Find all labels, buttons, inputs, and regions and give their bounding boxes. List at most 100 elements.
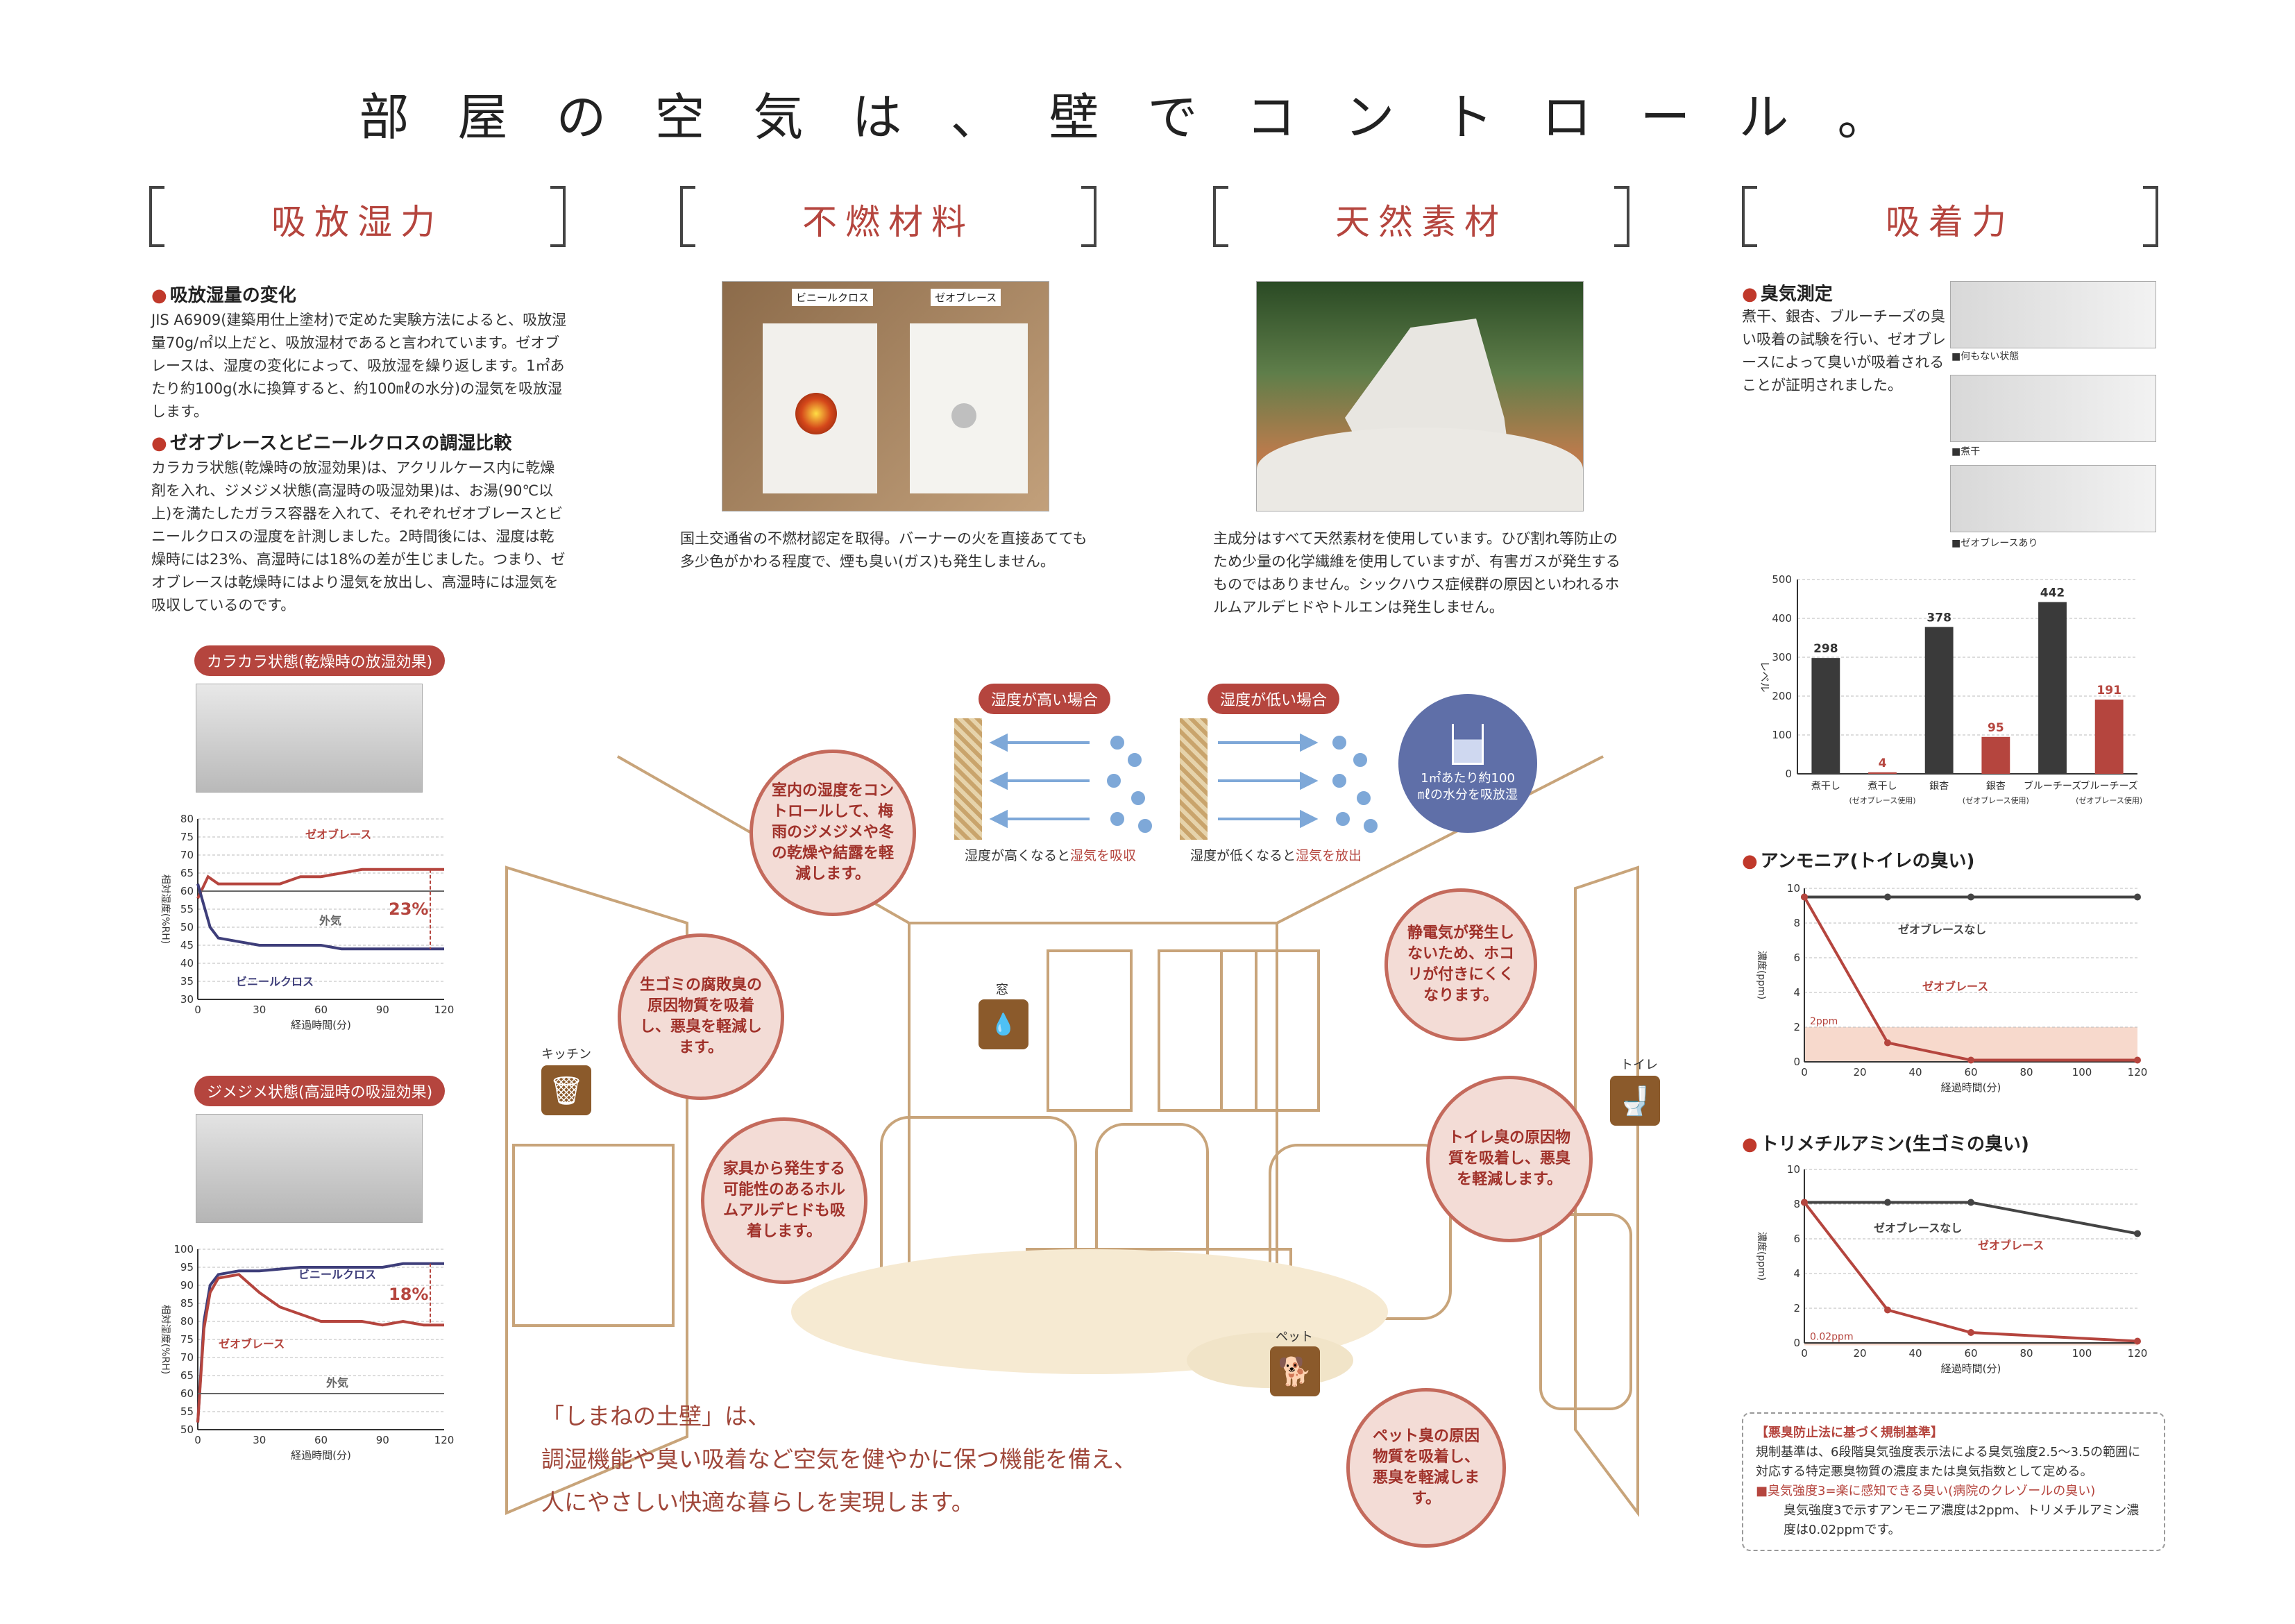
y-tick-label: 0	[1793, 1056, 1800, 1068]
x-tick-label: 30	[253, 1434, 266, 1446]
x-tick-label: 80	[2019, 1066, 2033, 1079]
bubble-toilet-odor: トイレ臭の原因物質を吸着し、悪臭を軽減します。	[1426, 1076, 1593, 1242]
bar-value-label: 191	[2097, 684, 2122, 697]
odor-meter-photo-3	[1950, 465, 2156, 532]
threshold-band	[1804, 1027, 2137, 1062]
y-tick-label: 6	[1793, 951, 1800, 964]
wall-cross-section-low	[1180, 718, 1208, 840]
hygro-heading-2: ゼオブレースとビニールクロスの調湿比較	[151, 429, 512, 455]
y-tick-label: 8	[1793, 1198, 1800, 1210]
data-point	[1801, 893, 1808, 901]
y-tick-label: 6	[1793, 1233, 1800, 1245]
y-axis-label: 相対湿度(%RH)	[160, 874, 171, 944]
y-tick-label: 400	[1772, 612, 1792, 625]
toilet-label: トイレ	[1620, 1058, 1658, 1072]
fire-text: 国土交通省の不燃材認定を取得。バーナーの火を直接あてても多少色がかわる程度で、煙…	[680, 530, 1087, 570]
y-tick-label: 65	[180, 867, 194, 879]
odor-level-chart: 0100200300400500レベル298煮干し4煮干し(ゼオブレース使用)3…	[1759, 573, 2142, 805]
x-tick-label: 60	[314, 1004, 328, 1016]
x-tick-label: 60	[314, 1434, 328, 1446]
series-line	[196, 1273, 444, 1423]
y-tick-label: 75	[180, 1333, 194, 1346]
series-line	[1803, 1201, 2138, 1343]
bar-value-label: 378	[1926, 611, 1951, 625]
toilet-icon: 🚽	[1610, 1076, 1660, 1126]
y-tick-label: 300	[1772, 651, 1792, 663]
x-tick-label: 120	[2128, 1347, 2148, 1360]
y-axis-label: 濃度(ppm)	[1756, 951, 1767, 999]
data-point	[1967, 1056, 1974, 1064]
section-header-natural: 天然素材	[1213, 186, 1629, 248]
x-tick-label: 0	[194, 1434, 201, 1446]
y-axis-label: レベル	[1759, 661, 1771, 692]
y-tick-label: 60	[180, 885, 194, 897]
series-line	[196, 868, 444, 899]
x-tick-label: 20	[1853, 1347, 1866, 1360]
section-header-hygro: 吸放湿力	[149, 186, 566, 248]
data-point	[1801, 1199, 1808, 1206]
fire-test-photo: ビニールクロス ゼオブレース	[722, 281, 1049, 511]
y-tick-label: 10	[1787, 882, 1800, 895]
data-point	[2134, 1230, 2141, 1237]
category-sublabel: (ゼオブレース使用)	[1963, 795, 2029, 805]
section-label: 天然素材	[1335, 202, 1507, 242]
x-tick-label: 0	[1801, 1347, 1808, 1360]
x-tick-label: 20	[1853, 1066, 1866, 1079]
natural-text: 主成分はすべて天然素材を使用しています。ひび割れ等防止のため少量の化学繊維を使用…	[1213, 530, 1620, 616]
pet-icon: 🐕	[1270, 1346, 1320, 1396]
x-axis-label: 経過時間(分)	[1941, 1362, 2001, 1375]
series-label: ゼオブレース	[1922, 980, 1988, 993]
bubble-garbage-odor: 生ゴミの腐敗臭の原因物質を吸着し、悪臭を軽減します。	[618, 933, 784, 1100]
y-tick-label: 40	[180, 957, 194, 970]
section-label: 吸放湿力	[271, 202, 443, 242]
bar	[1811, 658, 1840, 774]
y-tick-label: 2	[1793, 1021, 1800, 1033]
section-label: 不燃材料	[802, 202, 974, 242]
y-axis-label: 濃度(ppm)	[1756, 1232, 1767, 1280]
bar	[1981, 736, 2010, 774]
wall-cross-section-high	[954, 718, 982, 840]
flame-icon	[795, 393, 837, 434]
y-tick-label: 4	[1793, 986, 1800, 999]
difference-label: 23%	[389, 899, 428, 919]
series-line	[196, 1262, 444, 1423]
series-label: ゼオブレースなし	[1874, 1221, 1962, 1235]
hygro-paragraph-1: JIS A6909(建築用仕上塗材)で定めた実験方法によると、吸放湿量70g/㎡…	[151, 312, 567, 420]
data-point	[1967, 1329, 1974, 1336]
tma-heading: トリメチルアミン(生ゴミの臭い)	[1742, 1130, 2029, 1156]
adsorb-paragraph: 煮干、銀杏、ブルーチーズの臭い吸着の試験を行い、ゼオブレースによって臭いが吸着さ…	[1742, 308, 1946, 394]
y-tick-label: 100	[173, 1243, 194, 1255]
y-tick-label: 10	[1787, 1163, 1800, 1176]
threshold-label: 2ppm	[1810, 1016, 1838, 1027]
x-tick-label: 60	[1964, 1347, 1977, 1360]
regulation-note: 【悪臭防止法に基づく規制基準】 規制基準は、6段階臭気強度表示法による臭気強度2…	[1742, 1412, 2165, 1551]
series-line	[196, 883, 444, 951]
hygro-heading-1: 吸放湿量の変化	[151, 281, 296, 307]
category-label: ブルーチーズ	[2024, 780, 2081, 792]
y-tick-label: 90	[180, 1279, 194, 1292]
x-axis-label: 経過時間(分)	[291, 1449, 351, 1462]
category-label: 銀杏	[1929, 781, 1949, 792]
x-tick-label: 0	[1801, 1066, 1808, 1079]
bar-value-label: 95	[1988, 721, 2004, 735]
y-tick-label: 2	[1793, 1302, 1800, 1314]
adsorb-heading: 臭気測定	[1742, 280, 1833, 305]
fire-label-zeo: ゼオブレース	[931, 289, 1001, 306]
humidity-low-pill: 湿度が低い場合	[1208, 684, 1340, 714]
pet-label: ペット	[1276, 1330, 1313, 1344]
x-tick-label: 60	[1964, 1066, 1977, 1079]
bubble-formaldehyde: 家具から発生する可能性のあるホルムアルデヒドも吸着します。	[701, 1117, 867, 1284]
data-point	[2134, 893, 2141, 901]
y-tick-label: 0	[1785, 768, 1792, 780]
x-tick-label: 90	[376, 1434, 389, 1446]
y-tick-label: 95	[180, 1261, 194, 1274]
x-tick-label: 120	[434, 1434, 455, 1446]
y-axis-label: 相対湿度(%RH)	[160, 1305, 171, 1374]
difference-label: 18%	[389, 1285, 428, 1304]
data-point	[1884, 1199, 1891, 1206]
threshold-band	[1804, 1342, 2137, 1346]
data-point	[2134, 1337, 2141, 1345]
wet-test-photo	[196, 1114, 423, 1223]
